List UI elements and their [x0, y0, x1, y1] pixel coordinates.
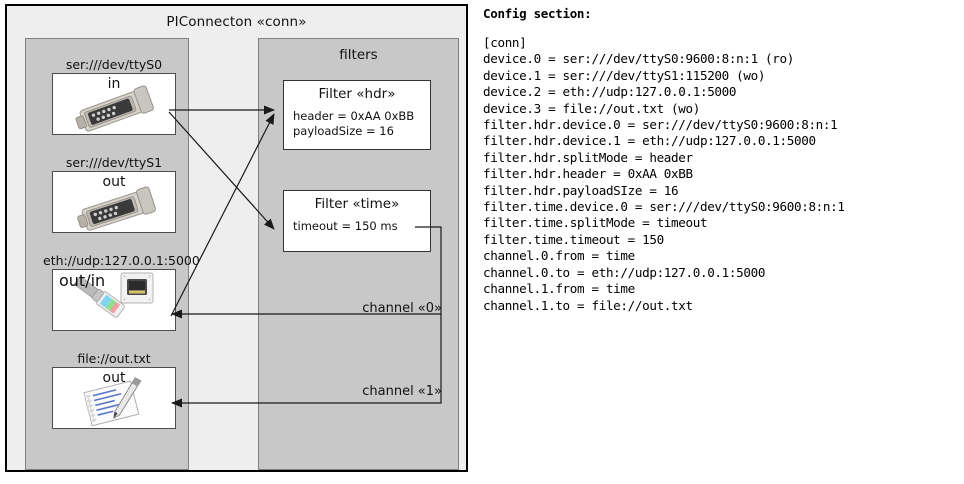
config-heading: Config section: [483, 6, 592, 21]
device-card[interactable]: out/in [52, 269, 176, 331]
device-eth-udp[interactable]: eth://udp:127.0.0.1:5000 out/in [43, 252, 200, 331]
config-line: filter.hdr.payloadSIze = 16 [483, 182, 679, 198]
channel-0-label: channel «0» [362, 301, 442, 316]
filter-prop: timeout = 150 ms [293, 219, 398, 233]
device-label: eth://udp:127.0.0.1:5000 [43, 253, 200, 268]
config-line: channel.1.to = file://out.txt [483, 297, 693, 313]
filter-properties: timeout = 150 ms [293, 219, 398, 234]
component-piconnecton: PIConnecton «conn» ser:///dev/ttyS0 in [5, 4, 468, 472]
filter-title: Filter «hdr» [318, 86, 396, 102]
filter-prop: header = 0xAA 0xBB [293, 109, 415, 123]
config-line: [conn] [483, 35, 527, 50]
config-line: filter.hdr.header = 0xAA 0xBB [483, 166, 693, 182]
config-line: filter.time.device.0 = ser:///dev/ttyS0:… [483, 199, 845, 215]
channel-1-label: channel «1» [362, 384, 442, 399]
config-line: channel.0.from = time [483, 248, 635, 264]
config-line: filter.hdr.splitMode = header [483, 149, 693, 165]
config-line: device.1 = ser:///dev/ttyS1:115200 (wo) [483, 67, 766, 83]
ethernet-rj45-icon [53, 270, 175, 330]
config-listing: [conn]device.0 = ser:///dev/ttyS0:9600:8… [483, 35, 961, 314]
device-direction: out/in [59, 271, 106, 290]
config-line: channel.0.to = eth://udp:127.0.0.1:5000 [483, 264, 766, 280]
filter-prop: payloadSize = 16 [293, 124, 394, 138]
device-card[interactable]: out [52, 367, 176, 429]
device-ser-ttys0[interactable]: ser:///dev/ttyS0 in [52, 56, 176, 135]
device-direction: out [102, 370, 126, 386]
text-file-pencil-icon [53, 368, 175, 428]
page-title: PIConnecton «conn» [166, 14, 307, 30]
config-line: device.3 = file://out.txt (wo) [483, 100, 700, 116]
filter-time[interactable]: Filter «time» timeout = 150 ms [283, 190, 431, 252]
filters-panel-title: filters [339, 47, 378, 63]
device-file-out[interactable]: file://out.txt out [52, 350, 176, 429]
device-label: ser:///dev/ttyS1 [65, 155, 163, 170]
device-direction: out [102, 174, 126, 190]
devices-panel: ser:///dev/ttyS0 in [25, 38, 200, 470]
device-card[interactable]: in [52, 73, 176, 135]
device-ser-ttys1[interactable]: ser:///dev/ttyS1 out [52, 154, 176, 233]
config-line: filter.time.splitMode = timeout [483, 215, 708, 231]
serial-db9-icon [53, 172, 175, 232]
filter-properties: header = 0xAA 0xBB payloadSize = 16 [293, 109, 414, 139]
config-line: filter.time.timeout = 150 [483, 231, 664, 247]
config-line: filter.hdr.device.1 = eth://udp:127.0.0.… [483, 133, 816, 149]
config-line: filter.hdr.device.0 = ser:///dev/ttyS0:9… [483, 117, 838, 133]
config-line: channel.1.from = time [483, 281, 635, 297]
config-line: device.2 = eth://udp:127.0.0.1:5000 [483, 84, 737, 100]
device-direction: in [107, 76, 121, 92]
config-section: Config section: [conn]device.0 = ser:///… [483, 6, 961, 314]
filter-title: Filter «time» [314, 196, 400, 212]
config-line: device.0 = ser:///dev/ttyS0:9600:8:n:1 (… [483, 51, 794, 67]
device-label: file://out.txt [77, 351, 151, 366]
serial-db9-icon [53, 74, 175, 134]
filter-hdr[interactable]: Filter «hdr» header = 0xAA 0xBB payloadS… [283, 80, 431, 150]
device-card[interactable]: out [52, 171, 176, 233]
device-label: ser:///dev/ttyS0 [65, 57, 163, 72]
filters-panel: filters Filter «hdr» header = 0xAA 0xBB … [258, 38, 459, 470]
